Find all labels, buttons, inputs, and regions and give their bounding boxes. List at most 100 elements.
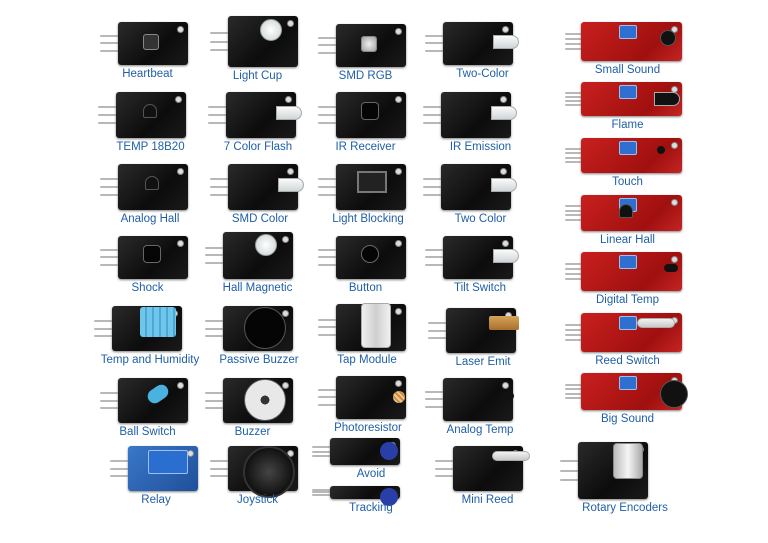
header-pins — [98, 104, 116, 127]
header-pin — [425, 391, 443, 394]
led-clear-icon — [491, 105, 518, 120]
potentiometer-icon — [619, 25, 638, 39]
module-label: Passive Buzzer — [219, 354, 299, 366]
module-label: Light Cup — [232, 70, 283, 82]
header-pins — [318, 176, 336, 199]
pcb-board — [128, 446, 198, 491]
mounting-hole — [177, 26, 184, 33]
header-pins — [318, 104, 336, 127]
pcb-board — [443, 236, 520, 279]
photoresistor-icon — [393, 391, 406, 404]
header-pin — [565, 91, 581, 94]
header-pin — [425, 398, 443, 401]
header-pin — [312, 450, 330, 453]
header-pins — [312, 489, 330, 496]
header-pins — [425, 33, 443, 55]
push-button-icon — [361, 245, 380, 264]
header-pin — [318, 51, 336, 54]
header-pin — [110, 467, 128, 470]
header-pin — [565, 214, 581, 217]
buzzer-icon — [244, 378, 286, 421]
header-pin — [100, 256, 118, 259]
header-pin — [205, 254, 223, 257]
header-pin — [423, 193, 441, 196]
header-pin — [100, 42, 118, 45]
header-pin — [565, 38, 581, 41]
module-label: Reed Switch — [595, 355, 660, 367]
module-label: Photoresistor — [334, 422, 402, 434]
header-pin — [425, 256, 443, 259]
header-pin — [428, 329, 446, 332]
pcb-board — [228, 164, 305, 210]
joystick-icon — [243, 446, 296, 498]
header-pin — [100, 193, 118, 196]
mounting-hole — [502, 240, 509, 247]
header-pins — [425, 389, 443, 411]
sensor-module-joystick: Joystick — [210, 446, 305, 510]
header-pin — [210, 460, 228, 462]
header-pin — [208, 113, 226, 116]
header-pin — [565, 100, 581, 103]
mounting-hole — [282, 236, 289, 243]
header-pins — [210, 29, 228, 55]
header-pin — [565, 42, 581, 45]
pcb-board — [581, 22, 682, 61]
header-pins — [318, 35, 336, 57]
pcb-board — [336, 164, 406, 210]
pcb-board — [226, 92, 303, 138]
led-clear-icon — [493, 248, 520, 263]
pcb-board — [228, 16, 298, 67]
mounting-hole — [177, 240, 184, 247]
mounting-hole — [287, 20, 294, 27]
sensor-module-flame: Flame — [565, 82, 690, 135]
sensor-module-two-color-2: Two Color — [423, 164, 538, 229]
mounting-hole — [502, 26, 509, 33]
header-pins — [205, 389, 223, 412]
dht11-icon — [140, 306, 176, 337]
header-pins — [110, 457, 128, 480]
header-pin — [565, 272, 581, 275]
module-label: Buzzer — [234, 426, 271, 438]
pcb-board — [443, 378, 515, 421]
header-pin — [98, 121, 116, 124]
pcb-board — [581, 82, 682, 116]
header-pin — [565, 147, 581, 150]
header-pin — [205, 246, 223, 249]
potentiometer-icon — [619, 255, 638, 269]
potentiometer-icon — [619, 85, 638, 99]
header-pin — [435, 460, 453, 462]
pcb-board — [118, 378, 188, 423]
pcb-board — [330, 486, 400, 506]
pcb-board — [223, 378, 293, 423]
led-clear-icon — [276, 105, 303, 120]
header-pin — [205, 399, 223, 402]
module-label: Linear Hall — [600, 234, 655, 246]
header-pin — [425, 263, 443, 266]
header-pin — [565, 218, 581, 221]
header-pin — [318, 263, 336, 266]
header-pin — [318, 113, 336, 116]
header-pin — [565, 338, 581, 341]
mounting-hole — [395, 240, 402, 247]
potentiometer-icon — [619, 316, 638, 330]
led-clear-icon — [278, 177, 305, 192]
header-pin — [423, 113, 441, 116]
header-pin — [210, 185, 228, 188]
header-pin — [425, 249, 443, 252]
thermistor-icon — [663, 264, 678, 273]
header-pin — [210, 40, 228, 43]
rotary-knob-icon — [613, 443, 643, 480]
header-pin — [208, 106, 226, 109]
header-pin — [318, 249, 336, 252]
pcb-board — [581, 138, 682, 173]
module-label: Big Sound — [600, 413, 655, 425]
header-pins — [205, 244, 223, 268]
pcb-board — [581, 195, 682, 231]
header-pins — [565, 262, 581, 282]
header-pin — [565, 329, 581, 332]
thermistor-icon — [500, 391, 515, 400]
pcb-board — [228, 446, 298, 498]
header-pin — [565, 397, 581, 400]
header-pin — [94, 335, 112, 337]
header-pins — [208, 104, 226, 127]
